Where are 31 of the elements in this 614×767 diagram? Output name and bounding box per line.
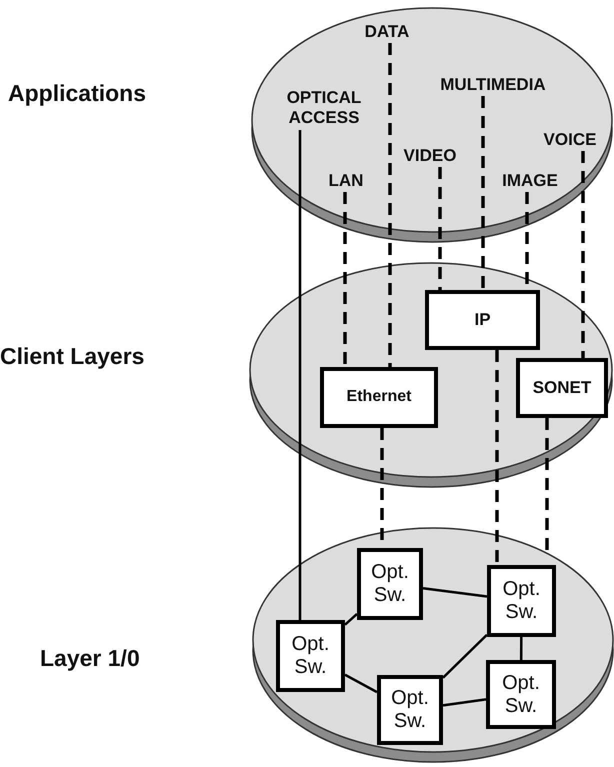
connector-line — [442, 698, 486, 707]
application-label: VIDEO — [398, 146, 462, 167]
application-label: OPTICAL ACCESS — [266, 88, 382, 130]
dashed-connector — [388, 43, 392, 367]
protocol-box: Ethernet — [320, 367, 438, 428]
protocol-box: SONET — [516, 358, 608, 418]
application-label: VOICE — [534, 130, 606, 151]
dashed-connector — [495, 350, 499, 565]
connector-line — [344, 612, 358, 626]
connector-line — [442, 634, 488, 679]
switch-box: Opt. Sw. — [377, 675, 443, 745]
application-label: LAN — [322, 171, 370, 192]
switch-box: Opt. Sw. — [487, 565, 556, 637]
connector-line — [422, 587, 488, 598]
layer-heading: Client Layers — [0, 343, 144, 370]
dashed-connector — [343, 192, 347, 367]
connector-line — [298, 130, 302, 620]
protocol-box: IP — [425, 290, 540, 350]
layer-heading: Applications — [8, 80, 146, 107]
switch-box: Opt. Sw. — [486, 660, 556, 729]
switch-box: Opt. Sw. — [357, 548, 423, 620]
application-label: MULTIMEDIA — [424, 75, 562, 96]
application-label: IMAGE — [489, 171, 571, 192]
connector-line — [520, 637, 523, 660]
dashed-connector — [581, 151, 585, 358]
connector-line — [344, 674, 378, 694]
layer-heading: Layer 1/0 — [40, 645, 140, 672]
dashed-connector — [438, 167, 442, 290]
switch-box: Opt. Sw. — [276, 620, 345, 692]
dashed-connector — [481, 96, 485, 290]
application-label: DATA — [360, 22, 414, 43]
